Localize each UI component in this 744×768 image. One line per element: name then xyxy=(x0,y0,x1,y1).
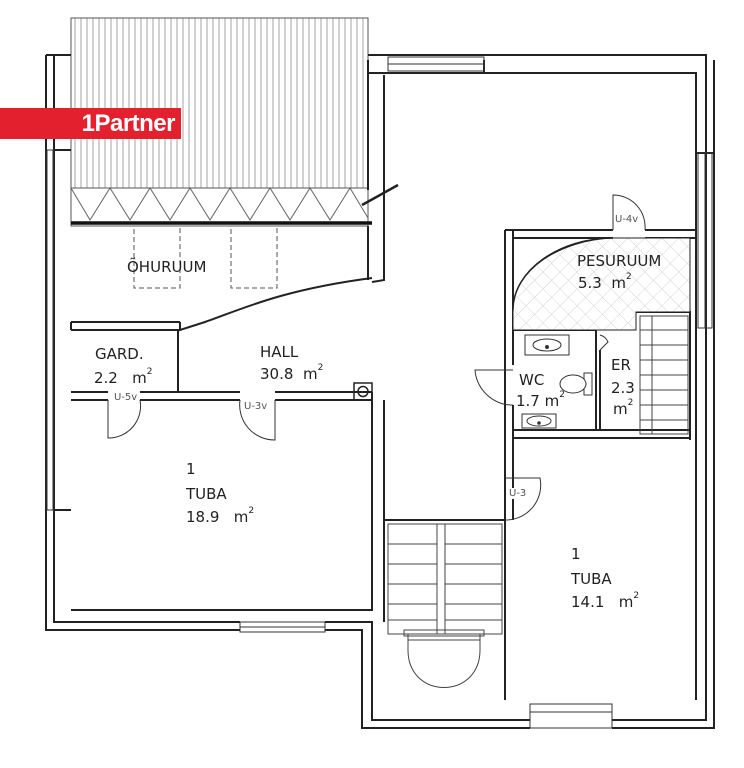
room-name-wc: WC xyxy=(519,371,545,389)
room-name-hall: HALL xyxy=(260,343,299,361)
pesuruum-arc xyxy=(512,237,614,311)
wc-fixtures xyxy=(521,334,593,429)
truss-zigzag xyxy=(70,187,369,221)
door-label-u4v: U-4v xyxy=(614,214,640,225)
room-area-hall: 30.8 m2 xyxy=(260,363,324,383)
er-stair xyxy=(639,315,689,435)
room-name-pesuruum: PESURUUM xyxy=(577,252,662,270)
room-name-ohuruum: ÕHURUUM xyxy=(127,258,207,276)
attic-ladder xyxy=(361,183,399,207)
chimney xyxy=(353,382,373,401)
partner-logo: 1Partner xyxy=(0,108,181,139)
door-label-u3v: U-3v xyxy=(243,401,269,412)
outer-walls xyxy=(45,54,715,729)
room-unit-er: m2 xyxy=(613,398,634,418)
room-number-tuba-left: 1 xyxy=(186,460,196,478)
windows xyxy=(46,56,713,729)
room-area-pesuruum: 5.3 m2 xyxy=(578,272,632,292)
room-area-er: 2.3 xyxy=(611,379,635,397)
room-number-tuba-right: 1 xyxy=(571,545,581,563)
door-swings xyxy=(107,194,646,521)
main-staircase xyxy=(387,523,503,688)
room-name-gard: GARD. xyxy=(95,345,144,363)
room-name-tuba-left: TUBA xyxy=(186,485,227,503)
room-name-tuba-right: TUBA xyxy=(571,570,612,588)
skylights xyxy=(133,225,278,289)
room-area-gard: 2.2 m2 xyxy=(94,367,153,387)
room-area-tuba-right: 14.1 m2 xyxy=(571,591,640,611)
door-label-u5v: U-5v xyxy=(113,392,139,403)
truss-band xyxy=(70,187,369,227)
room-name-er: ER xyxy=(611,356,631,374)
door-label-u3: U-3 xyxy=(508,488,528,499)
roof-overhang xyxy=(70,17,369,189)
room-area-tuba-left: 18.9 m2 xyxy=(186,506,255,526)
room-area-wc: 1.7 m2 xyxy=(516,390,565,410)
